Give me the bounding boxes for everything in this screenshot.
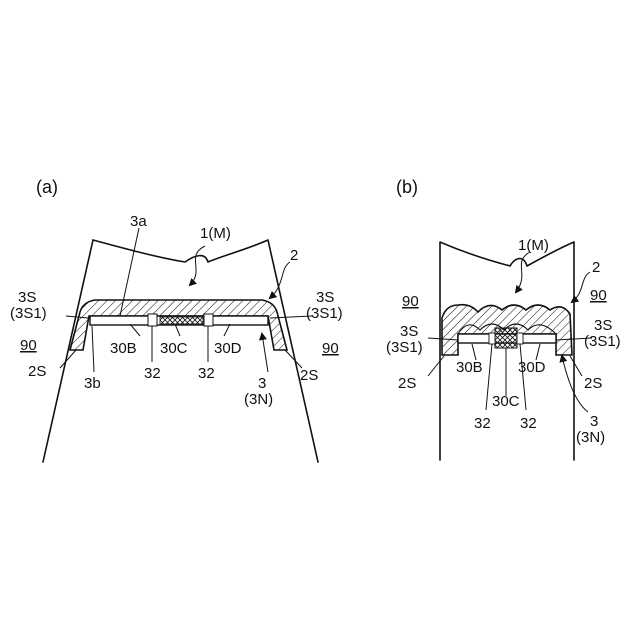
leader-30c-a bbox=[175, 324, 180, 336]
joint-right-b bbox=[517, 333, 523, 344]
label-30c-b: 30C bbox=[492, 393, 520, 410]
label-2s-left-a: 2S bbox=[28, 363, 46, 380]
label-3s1-right-b: (3S1) bbox=[584, 333, 621, 350]
label-90-right-b: 90 bbox=[590, 287, 607, 304]
label-32-left-b: 32 bbox=[474, 415, 491, 432]
body-left-edge-a bbox=[43, 240, 93, 462]
label-30b-a: 30B bbox=[110, 340, 137, 357]
label-30b-b: 30B bbox=[456, 359, 483, 376]
label-3s-right-b: 3S bbox=[594, 317, 612, 334]
label-3-a: 3 bbox=[258, 375, 266, 392]
label-2-b: 2 bbox=[592, 259, 600, 276]
label-2s-left-b: 2S bbox=[398, 375, 416, 392]
label-32-left-a: 32 bbox=[144, 365, 161, 382]
leader-32-right-b bbox=[520, 344, 526, 410]
label-1m-b: 1(M) bbox=[518, 237, 549, 254]
label-90-left-b: 90 bbox=[402, 293, 419, 310]
leader-30d-a bbox=[224, 324, 230, 336]
label-3a: 3a bbox=[130, 213, 147, 230]
leader-2s-right-b bbox=[570, 356, 582, 376]
label-90-right-a: 90 bbox=[322, 340, 339, 357]
label-2s-right-b: 2S bbox=[584, 375, 602, 392]
label-3b: 3b bbox=[84, 375, 101, 392]
label-3n-b: (3N) bbox=[576, 429, 605, 446]
label-30d-b: 30D bbox=[518, 359, 546, 376]
label-3s-right-a: 3S bbox=[316, 289, 334, 306]
label-3s-left-b: 3S bbox=[400, 323, 418, 340]
label-3s1-right-a: (3S1) bbox=[306, 305, 343, 322]
joint-left-a bbox=[148, 314, 157, 326]
body-outline-b bbox=[440, 242, 574, 460]
label-32-right-a: 32 bbox=[198, 365, 215, 382]
label-3s-left-a: 3S bbox=[18, 289, 36, 306]
panel-label-b: (b) bbox=[396, 177, 418, 197]
arrow-main-a bbox=[190, 246, 205, 285]
leader-30b-b bbox=[472, 344, 476, 360]
label-30d-a: 30D bbox=[214, 340, 242, 357]
label-3s1-left-b: (3S1) bbox=[386, 339, 423, 356]
figure-a: (a) 1(M) 2 3a 3b 3S (3S1) 3S bbox=[10, 177, 343, 462]
label-32-right-b: 32 bbox=[520, 415, 537, 432]
leader-3-a bbox=[262, 334, 268, 372]
label-3n-a: (3N) bbox=[244, 391, 273, 408]
leader-30d-b bbox=[536, 344, 540, 360]
label-3s1-left-a: (3S1) bbox=[10, 305, 47, 322]
label-2s-right-a: 2S bbox=[300, 367, 318, 384]
label-1m-a: 1(M) bbox=[200, 225, 231, 242]
joint-right-a bbox=[204, 314, 213, 326]
joint-left-b bbox=[489, 333, 495, 344]
segment-30c-b bbox=[495, 328, 517, 348]
label-3-b: 3 bbox=[590, 413, 598, 430]
segment-30c-a bbox=[160, 317, 203, 324]
label-90-left-a: 90 bbox=[20, 337, 37, 354]
leader-30b-a bbox=[130, 324, 140, 336]
label-30c-a: 30C bbox=[160, 340, 188, 357]
leader-3b bbox=[92, 326, 94, 372]
figure-b: (b) 1(M) 2 90 90 3S (3S1) 3S (3S1) bbox=[386, 177, 621, 460]
leader-2s-left-b bbox=[428, 356, 444, 376]
panel-label-a: (a) bbox=[36, 177, 58, 197]
label-2-a: 2 bbox=[290, 247, 298, 264]
